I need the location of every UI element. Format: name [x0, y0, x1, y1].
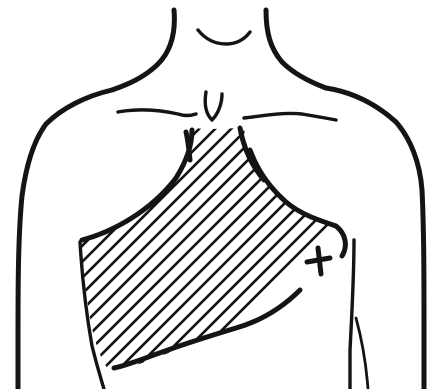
left-clavicle — [118, 110, 196, 116]
sternal-notch — [205, 92, 222, 120]
neck-right-outline — [266, 10, 326, 88]
shaded-region-hatching — [0, 120, 429, 380]
throat-line — [198, 30, 250, 44]
cross-marker — [307, 248, 330, 274]
right-lower-flank — [350, 240, 354, 389]
neck-left-outline — [112, 10, 174, 90]
right-shoulder-outline — [326, 88, 424, 389]
left-shoulder-outline — [18, 90, 112, 389]
right-lower-inner-line — [356, 318, 368, 389]
right-clavicle — [244, 113, 336, 120]
